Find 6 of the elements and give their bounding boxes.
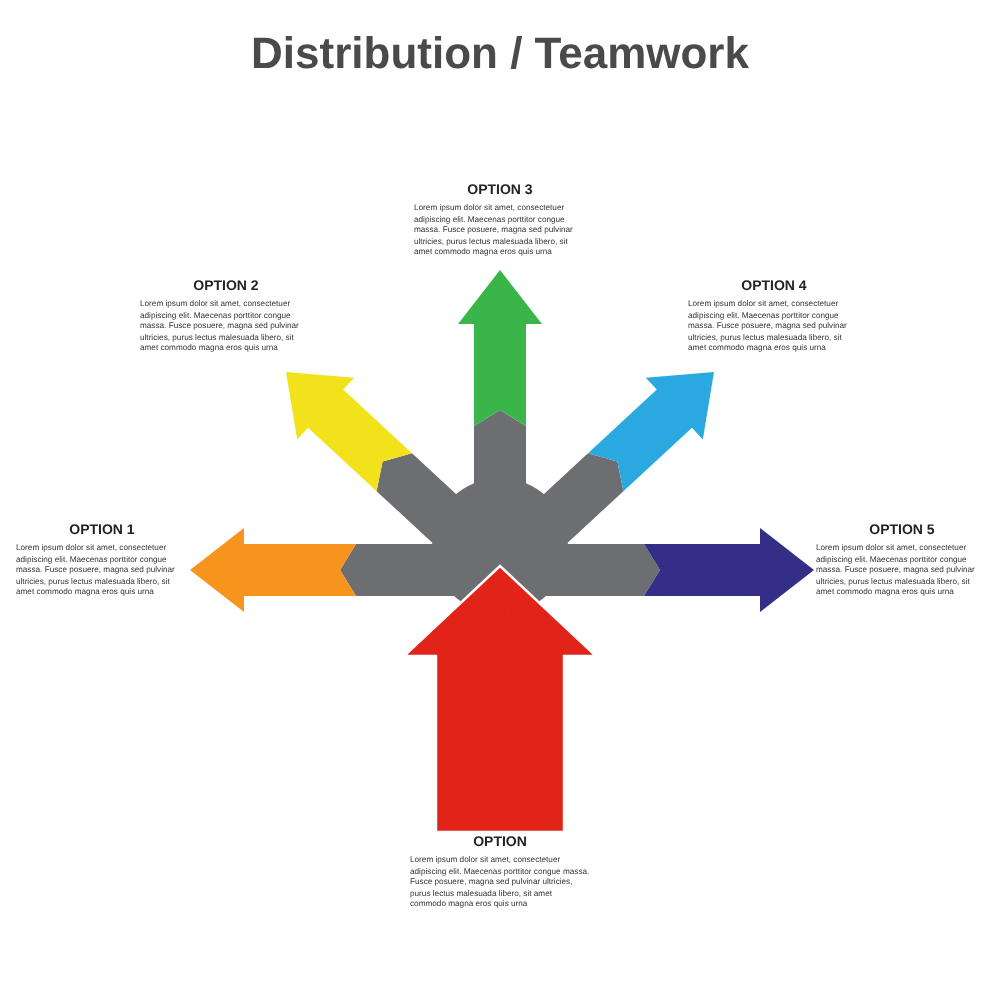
- arrow: [458, 270, 542, 426]
- arrow: [286, 372, 412, 492]
- arrow: [644, 528, 814, 612]
- arrow: [190, 528, 356, 612]
- title: Distribution / Teamwork: [251, 28, 749, 80]
- arrow: [588, 372, 714, 492]
